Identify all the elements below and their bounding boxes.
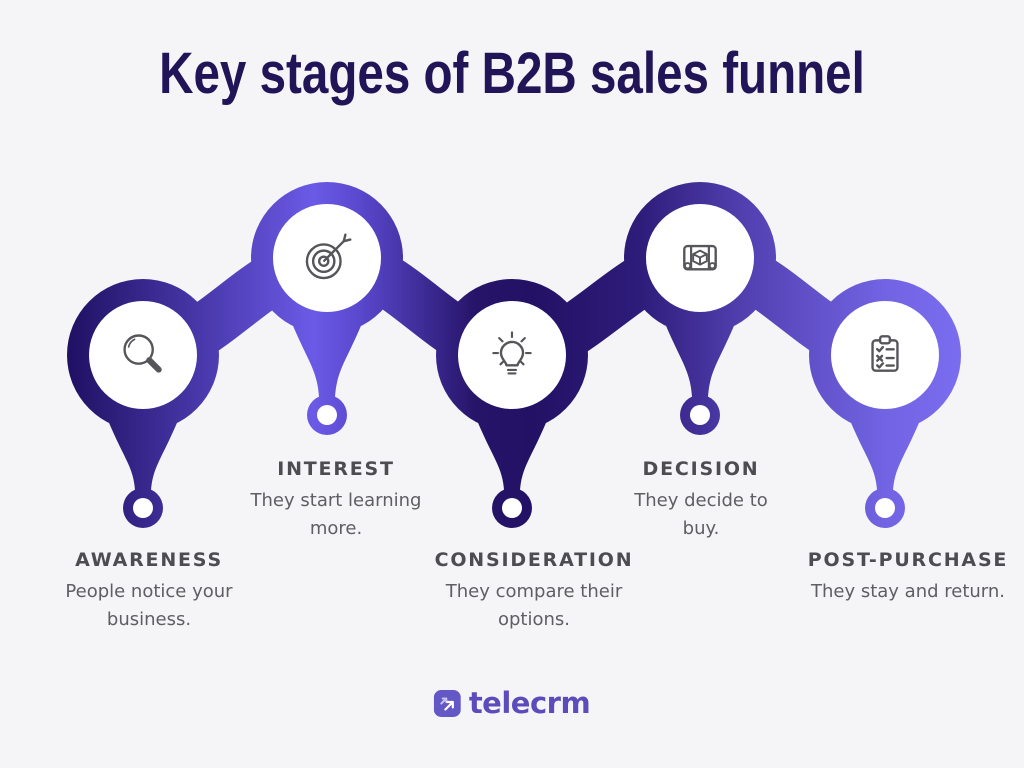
page-title: Key stages of B2B sales funnel: [159, 41, 865, 106]
stage-name: AWARENESS: [75, 549, 223, 571]
search-icon: [123, 334, 162, 373]
stage-description: They compare their options.: [445, 581, 623, 630]
checklist-icon: [871, 335, 899, 372]
stage-label-decision: DECISION They decide to buy.: [625, 458, 777, 543]
stage-label-interest: INTEREST They start learning more.: [240, 458, 432, 543]
lightbulb-icon: [492, 331, 532, 375]
stage-label-consideration: CONSIDERATION They compare their options…: [433, 549, 635, 634]
stage-name: DECISION: [642, 458, 760, 480]
blueprint-icon: [683, 244, 717, 271]
stage-description: They stay and return.: [810, 581, 1006, 602]
stage-name: INTEREST: [277, 458, 395, 480]
stage-description: They decide to buy.: [634, 490, 768, 539]
droplet-tails: [105, 316, 923, 490]
telecrm-logo-text: telecrm: [468, 686, 591, 720]
telecrm-logo-icon: [433, 689, 461, 717]
brand-logo: telecrm: [433, 686, 591, 720]
stage-description: People notice your business.: [65, 581, 233, 630]
stage-label-post-purchase: POST-PURCHASE They stay and return.: [808, 549, 1008, 606]
target-icon: [305, 233, 352, 280]
stage-label-awareness: AWARENESS People notice your business.: [56, 549, 242, 634]
stage-description: They start learning more.: [250, 490, 422, 539]
tail-rings: [123, 395, 905, 528]
stage-name: CONSIDERATION: [434, 549, 634, 571]
stage-name: POST-PURCHASE: [807, 549, 1009, 571]
